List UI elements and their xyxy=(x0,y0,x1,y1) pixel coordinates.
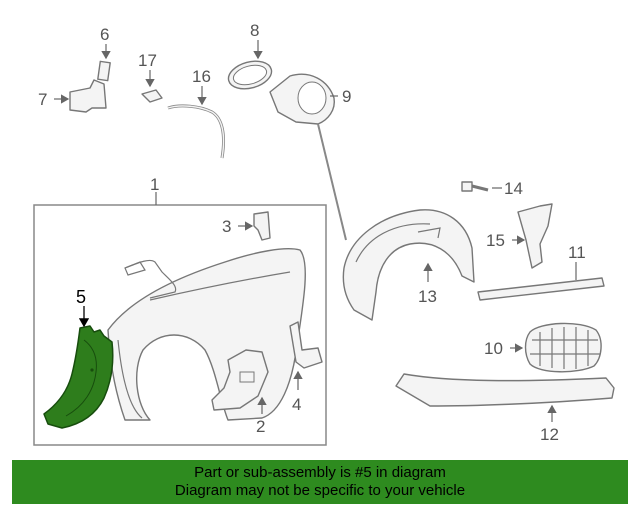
label-13: 13 xyxy=(418,287,437,306)
part-17-clip: 17 xyxy=(138,51,163,103)
label-1: 1 xyxy=(150,175,159,194)
part-2-bracket: 2 xyxy=(211,349,269,436)
label-17: 17 xyxy=(138,51,157,70)
label-7: 7 xyxy=(38,90,47,109)
part-8-seal: 8 xyxy=(227,21,273,90)
label-6: 6 xyxy=(100,25,109,44)
label-4: 4 xyxy=(292,395,301,414)
label-5: 5 xyxy=(76,287,86,307)
part-3-bracket: 3 xyxy=(222,211,271,241)
part-4-bracket: 4 xyxy=(289,321,323,414)
label-12: 12 xyxy=(540,425,559,444)
label-9: 9 xyxy=(342,87,351,106)
part-9-fuel-housing: 9 xyxy=(269,73,351,241)
part-16-cable: 16 xyxy=(167,67,226,159)
parts-diagram: 1 5 3 2 4 6 xyxy=(33,21,615,446)
label-11: 11 xyxy=(568,243,586,262)
part-6-clip: 6 xyxy=(97,25,111,82)
label-10: 10 xyxy=(484,339,503,358)
part-12-trim: 12 xyxy=(395,373,615,444)
label-8: 8 xyxy=(250,21,259,40)
label-14: 14 xyxy=(504,179,523,198)
assembly-box-1: 1 xyxy=(33,175,327,446)
banner-line-1: Part or sub-assembly is #5 in diagram xyxy=(194,464,446,481)
banner-line-2: Diagram may not be specific to your vehi… xyxy=(174,482,466,499)
label-16: 16 xyxy=(192,67,211,86)
part-11-strip: 11 xyxy=(477,243,605,301)
label-15: 15 xyxy=(486,231,505,250)
part-5-highlighted: 5 xyxy=(43,287,114,429)
part-10-vent: 10 xyxy=(484,322,602,373)
part-15-bracket: 15 xyxy=(486,203,553,269)
part-7-bracket: 7 xyxy=(38,79,107,113)
label-3: 3 xyxy=(222,217,231,236)
label-2: 2 xyxy=(256,417,265,436)
info-banner: Part or sub-assembly is #5 in diagram Di… xyxy=(12,460,628,504)
quarter-panel xyxy=(107,248,306,421)
part-13-wheel-liner: 13 xyxy=(342,209,475,321)
part-14-bolt: 14 xyxy=(461,179,523,198)
